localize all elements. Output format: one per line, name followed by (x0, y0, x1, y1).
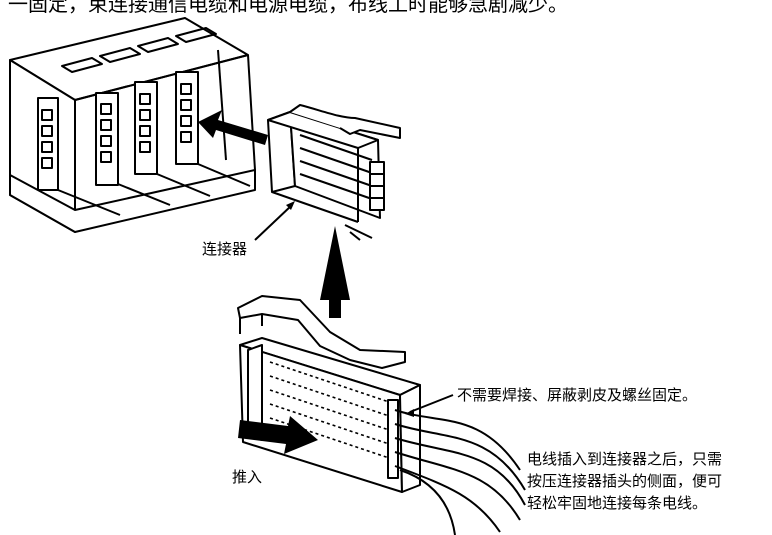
insert-arrow-up (320, 226, 350, 318)
terminal-block (9, 17, 256, 233)
description-line-1: 电线插入到连接器之后，只需 (527, 450, 723, 468)
cable-assembly (237, 295, 526, 535)
connector-plug (267, 104, 401, 241)
no-solder-label: 不需要焊接、屏蔽剥皮及螺丝固定。 (457, 386, 698, 404)
description-line-3: 轻松牢固地连接每条电线。 (527, 494, 708, 512)
terminal-cells (37, 71, 199, 191)
push-in-arrow (238, 416, 318, 454)
top-caption: 一固定，束连接通信电缆和电源电缆，布线工时能够急剧减少。 (8, 0, 568, 16)
connector-label: 连接器 (202, 240, 248, 258)
push-in-label: 推入 (232, 468, 263, 486)
description-line-2: 按压连接器插头的侧面，便可 (527, 472, 723, 490)
no-solder-pointer-line (409, 394, 454, 413)
connector-pointer-line (254, 204, 293, 241)
insert-arrow-top (198, 110, 268, 145)
